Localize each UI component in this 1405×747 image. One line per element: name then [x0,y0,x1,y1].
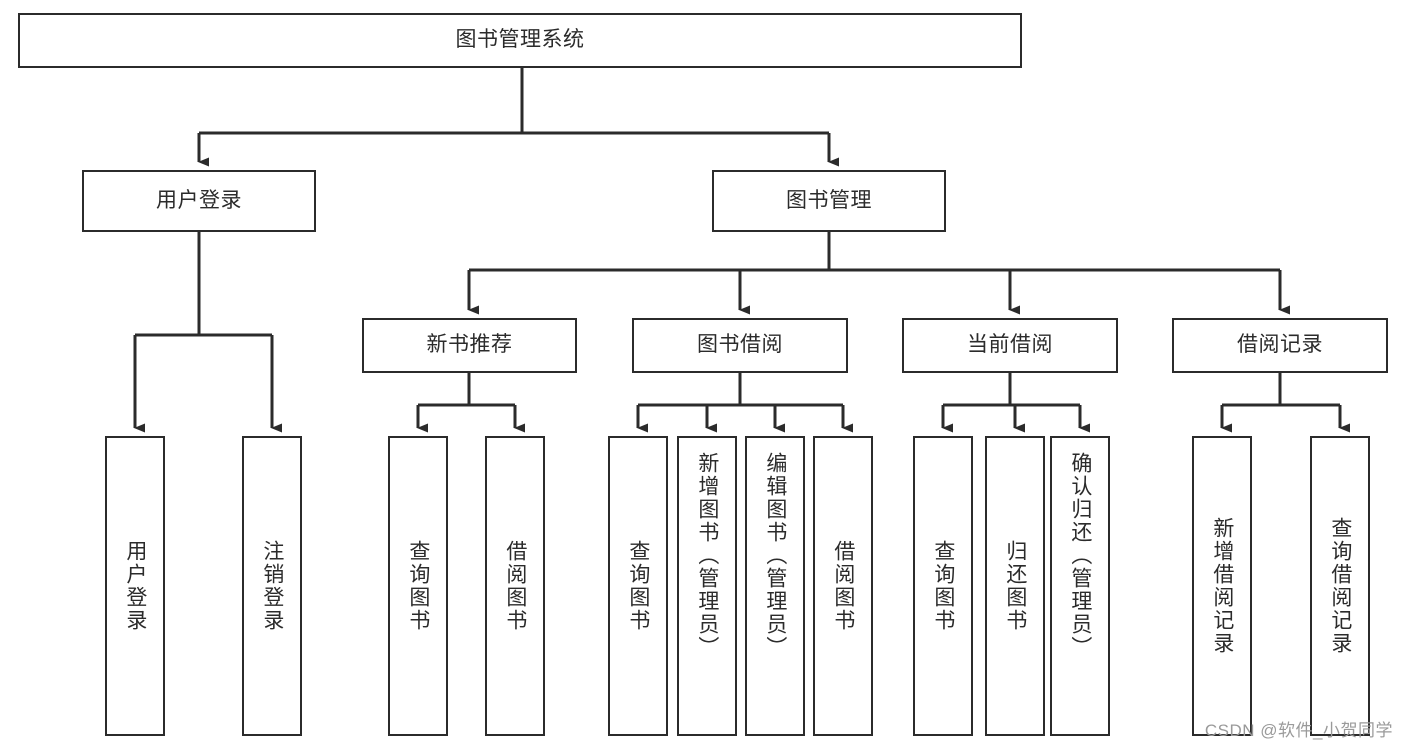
node-leaf-confirm-return[interactable]: 确认归还（管理员） [1050,436,1110,736]
node-leaf-add-borrow-record[interactable]: 新增借阅记录 [1192,436,1252,736]
node-root[interactable]: 图书管理系统 [18,13,1022,68]
node-leaf-add-borrow-record-label: 新增借阅记录 [1210,517,1234,655]
node-user-login[interactable]: 用户登录 [82,170,316,232]
node-leaf-query-borrow-record[interactable]: 查询借阅记录 [1310,436,1370,736]
node-leaf-query-book-1-label: 查询图书 [406,540,430,632]
node-leaf-query-book-3[interactable]: 查询图书 [913,436,973,736]
node-root-label: 图书管理系统 [455,28,585,52]
node-leaf-confirm-return-label: 确认归还（管理员） [1068,452,1092,659]
node-leaf-return-book[interactable]: 归还图书 [985,436,1045,736]
node-current-borrow-label: 当前借阅 [967,333,1053,357]
node-leaf-edit-book-label: 编辑图书（管理员） [763,452,787,659]
node-new-book-recommend[interactable]: 新书推荐 [362,318,577,373]
node-leaf-user-login[interactable]: 用户登录 [105,436,165,736]
node-leaf-query-book-2[interactable]: 查询图书 [608,436,668,736]
node-leaf-edit-book[interactable]: 编辑图书（管理员） [745,436,805,736]
node-book-manage-label: 图书管理 [786,188,872,212]
node-new-book-recommend-label: 新书推荐 [426,333,513,357]
node-book-borrow-label: 图书借阅 [697,333,783,357]
node-leaf-return-book-label: 归还图书 [1003,540,1027,632]
node-book-borrow[interactable]: 图书借阅 [632,318,848,373]
node-leaf-user-logout-label: 注销登录 [260,540,284,632]
node-borrow-record-label: 借阅记录 [1237,333,1323,357]
csdn-watermark: CSDN @软件_小贺同学 [1204,721,1393,740]
node-leaf-borrow-book-1-label: 借阅图书 [503,540,527,632]
node-current-borrow[interactable]: 当前借阅 [902,318,1118,373]
node-leaf-borrow-book-2[interactable]: 借阅图书 [813,436,873,736]
node-borrow-record[interactable]: 借阅记录 [1172,318,1388,373]
node-leaf-query-book-2-label: 查询图书 [626,540,650,632]
node-leaf-add-book-label: 新增图书（管理员） [695,452,719,659]
node-leaf-user-login-label: 用户登录 [123,540,147,632]
node-leaf-query-book-1[interactable]: 查询图书 [388,436,448,736]
node-leaf-query-book-3-label: 查询图书 [931,540,955,632]
node-leaf-borrow-book-1[interactable]: 借阅图书 [485,436,545,736]
node-leaf-user-logout[interactable]: 注销登录 [242,436,302,736]
node-leaf-borrow-book-2-label: 借阅图书 [831,540,855,632]
node-user-login-label: 用户登录 [156,188,242,212]
node-leaf-add-book[interactable]: 新增图书（管理员） [677,436,737,736]
node-leaf-query-borrow-record-label: 查询借阅记录 [1328,517,1352,655]
node-book-manage[interactable]: 图书管理 [712,170,946,232]
